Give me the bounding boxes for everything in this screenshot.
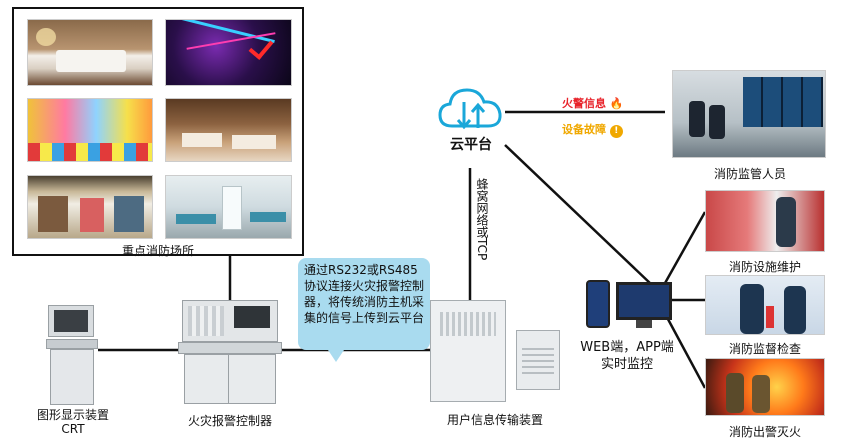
- fire-alarm-tag: 火警信息 🔥: [562, 95, 624, 111]
- callout-bubble: 通过RS232或RS485协议连接火灾报警控制器，将传统消防主机采集的信号上传到…: [298, 258, 430, 362]
- key-fire-venues-panel: 重点消防场所: [12, 7, 304, 258]
- ktv-room-photo: [165, 19, 292, 86]
- kindergarten-photo: [27, 98, 153, 162]
- fire-alarm-controller: [178, 300, 282, 404]
- venues-caption: 重点消防场所: [121, 244, 194, 258]
- crt-graphic-display-device: [44, 305, 102, 405]
- cloud-icon: [438, 88, 502, 130]
- fault-tag-label: 设备故障: [562, 123, 606, 136]
- web-app-monitor: [584, 278, 674, 332]
- hospital-corridor-photo: [165, 175, 292, 239]
- maintenance-label: 消防设施维护: [728, 260, 801, 274]
- fault-tag: 设备故障 !: [562, 121, 623, 138]
- monitor-label-line2: 实时监控: [600, 357, 653, 372]
- network-link-label: 蜂窝网络或TCP: [475, 178, 489, 261]
- supervisor-room-photo: [672, 70, 826, 158]
- hotel-room-photo: [27, 19, 153, 86]
- warning-bell-icon: !: [609, 125, 623, 138]
- desktop-monitor-icon: [616, 282, 672, 320]
- firefighting-label: 消防出警灭火: [728, 425, 801, 439]
- phone-icon: [586, 280, 610, 328]
- monitor-label-line1: WEB端，APP端: [580, 340, 674, 355]
- fire-alarm-tag-label: 火警信息: [562, 97, 606, 110]
- transmitter-label: 用户信息传输装置: [446, 413, 543, 427]
- inspection-label: 消防监督检查: [728, 342, 801, 356]
- shopping-mall-photo: [27, 175, 153, 239]
- crt-label-line1: 图形显示装置: [36, 408, 109, 422]
- inspection-photo: [705, 275, 825, 335]
- flame-icon: 🔥: [609, 97, 624, 110]
- spa-room-photo: [165, 98, 292, 162]
- maintenance-photo: [705, 190, 825, 252]
- cloud-platform: 云平台: [436, 82, 506, 162]
- crt-label-line2: CRT: [61, 422, 85, 436]
- firefighting-photo: [705, 358, 825, 416]
- user-info-transmission-device: [430, 300, 560, 404]
- controller-label: 火灾报警控制器: [187, 414, 272, 428]
- cloud-platform-label: 云平台: [450, 137, 492, 153]
- supervisor-label: 消防监管人员: [713, 167, 786, 181]
